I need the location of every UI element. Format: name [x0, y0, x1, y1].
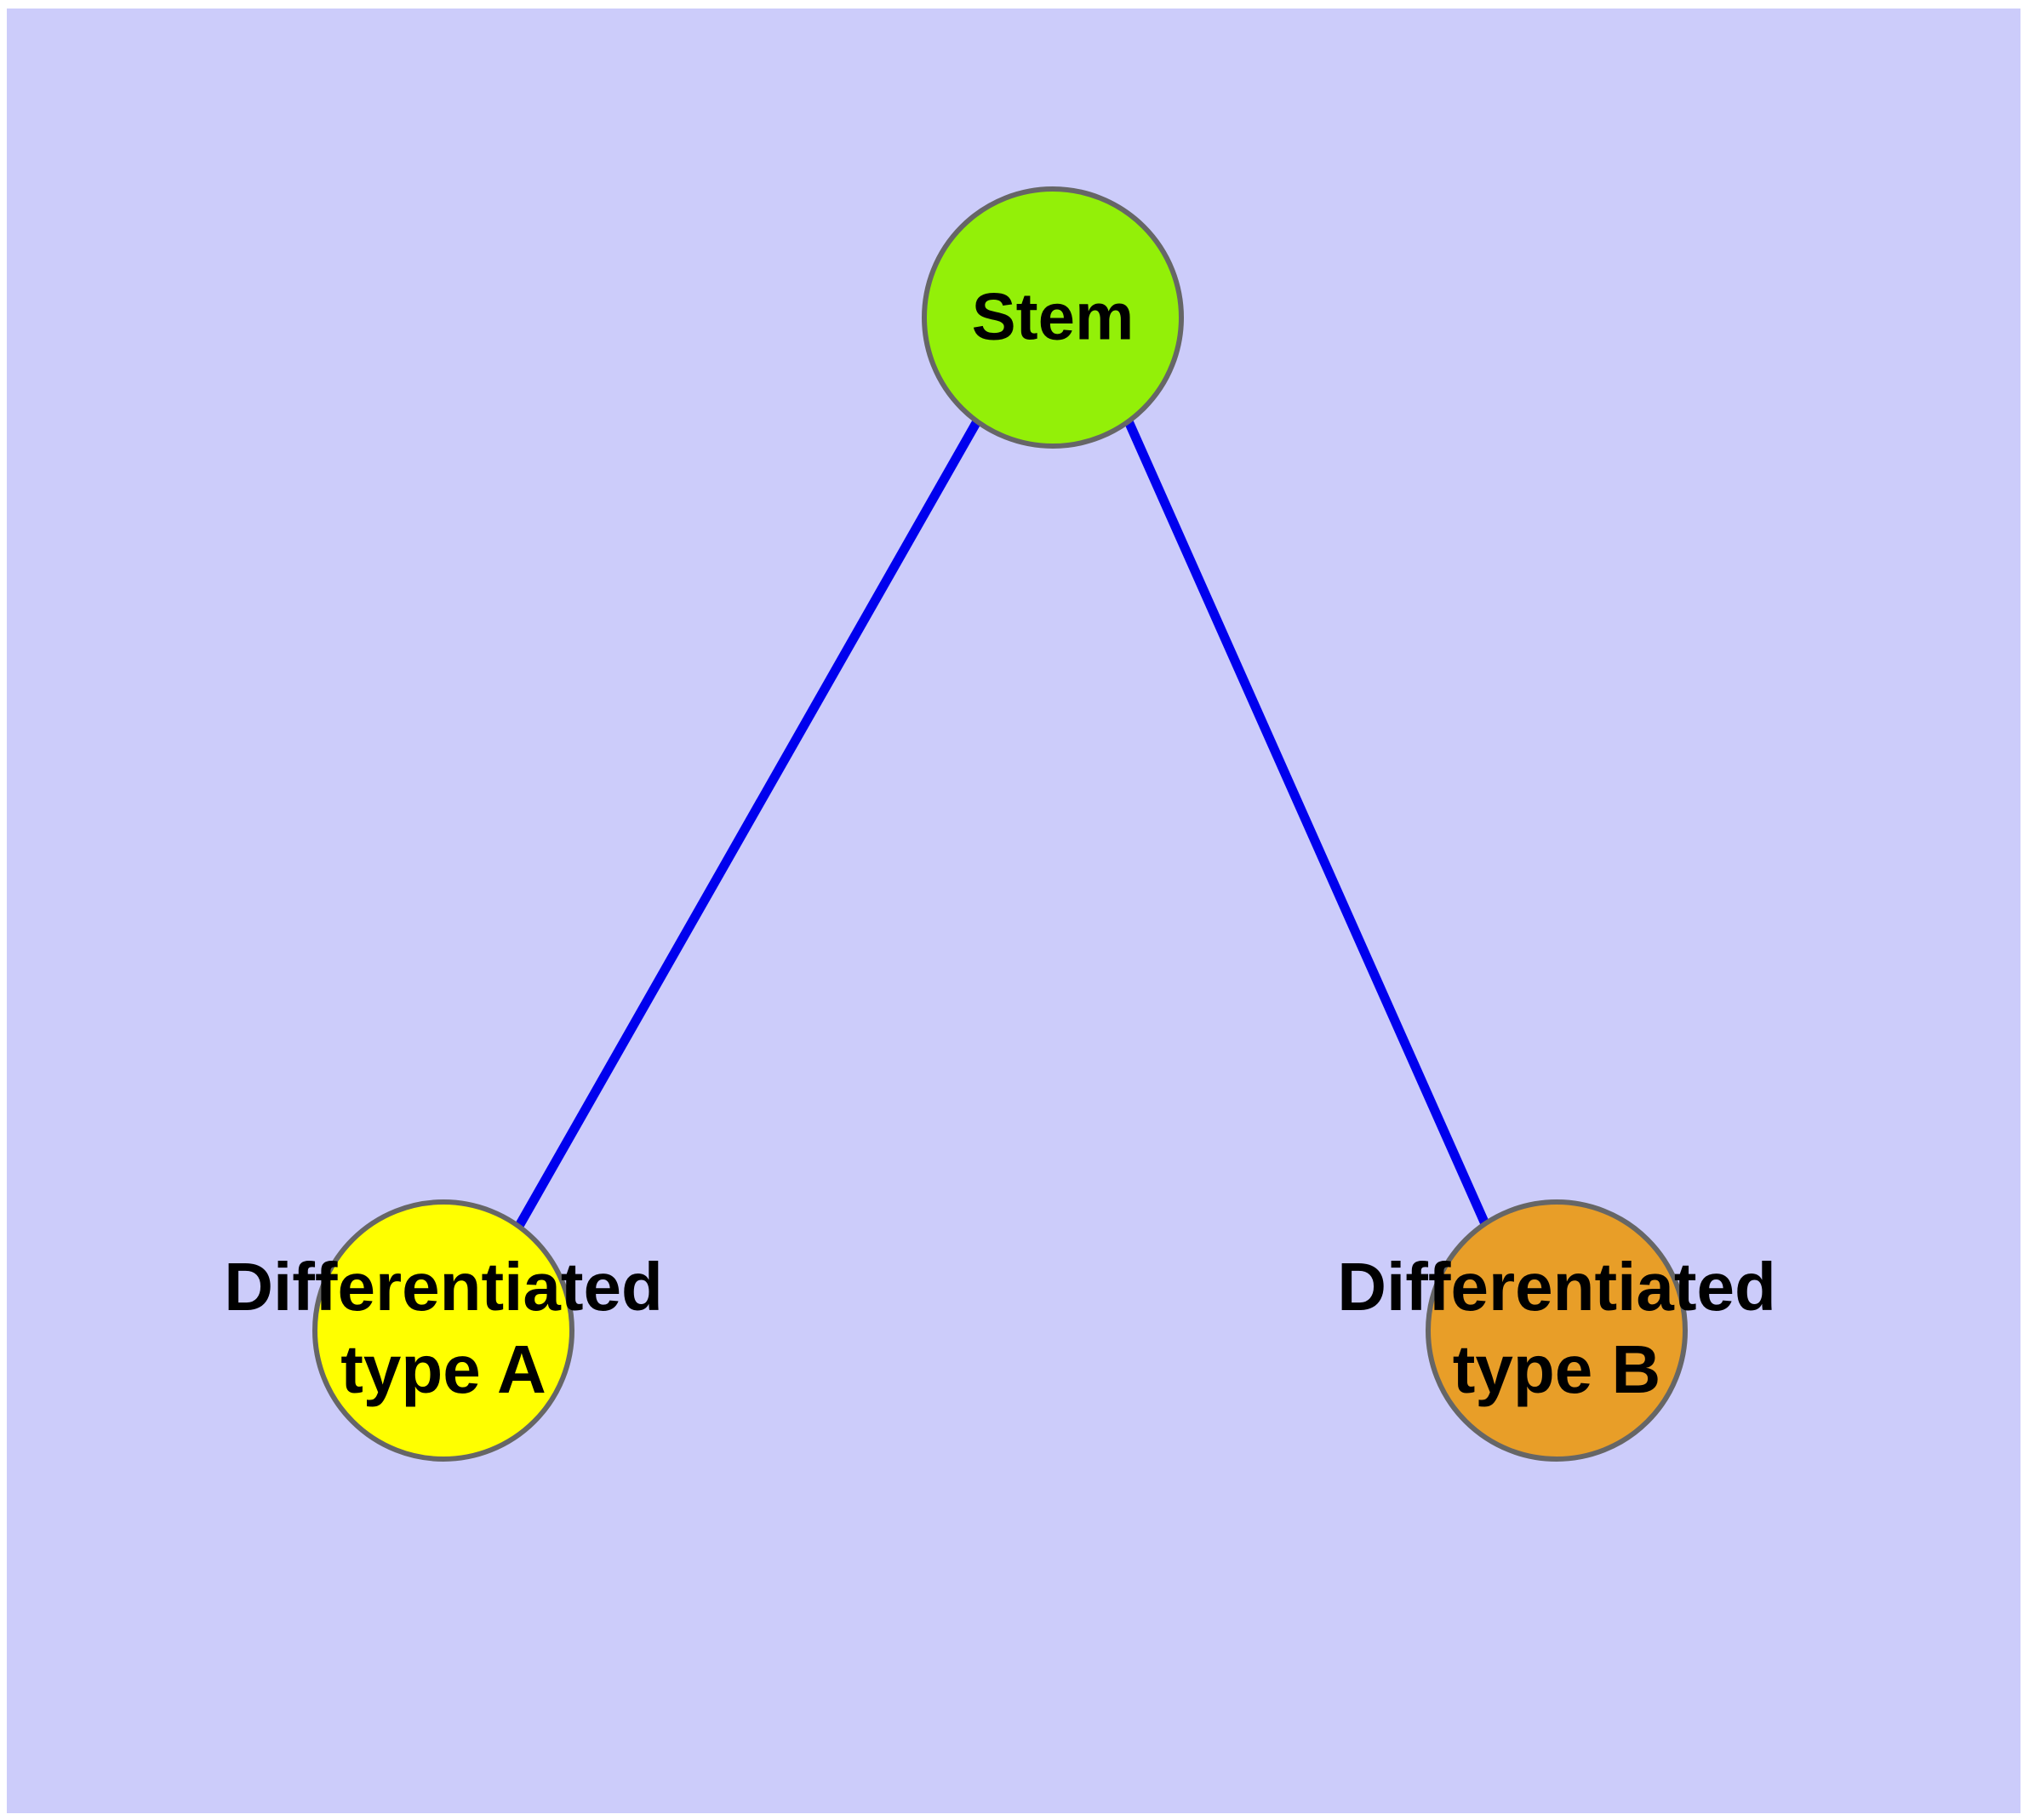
node-stem-circle[interactable]: [922, 186, 1184, 449]
graph-canvas: Stem Differentiated type A Differentiate…: [7, 9, 2020, 1813]
node-differentiated-type-b-label-line-2: type B: [1453, 1331, 1661, 1407]
graph-svg: Stem Differentiated type A Differentiate…: [224, 186, 1776, 1462]
node-differentiated-type-a-label-line-2: type A: [340, 1331, 546, 1407]
node-differentiated-type-b-label-line-1: Differentiated: [1337, 1249, 1776, 1325]
node-differentiated-type-a-circle[interactable]: [312, 1199, 574, 1462]
node-stem[interactable]: Stem: [922, 186, 1184, 449]
node-differentiated-type-a-label-line-1: Differentiated: [224, 1249, 663, 1325]
node-stem-label: Stem: [972, 279, 1135, 354]
node-differentiated-type-a[interactable]: Differentiated type A: [224, 1199, 663, 1462]
edge-layer: [515, 419, 1491, 1228]
node-differentiated-type-b[interactable]: Differentiated type B: [1337, 1199, 1776, 1462]
edge-stem-to-differentiated-type-b[interactable]: [1123, 419, 1491, 1228]
edge-stem-to-differentiated-type-a[interactable]: [515, 419, 981, 1228]
node-differentiated-type-b-circle[interactable]: [1426, 1199, 1688, 1462]
